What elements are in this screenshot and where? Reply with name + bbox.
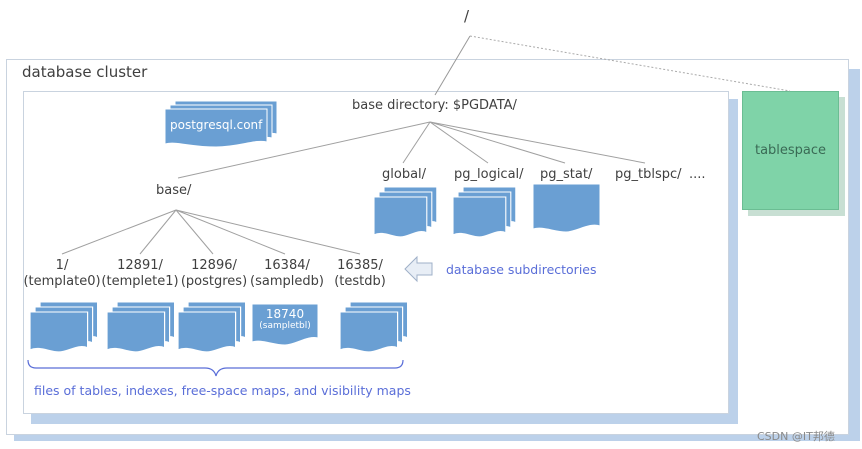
base-label: base/ [156, 183, 192, 198]
root-to-base-line [434, 35, 471, 96]
table-file-name: (sampletbl) [259, 321, 311, 331]
files-brace [27, 359, 404, 377]
db-name: (template0) [23, 274, 101, 289]
db-files-testdb-icon [339, 301, 409, 353]
pg-logical-files-icon [452, 186, 517, 238]
postgresql-conf-file-icon [164, 100, 278, 148]
db-oid: 1/ [55, 258, 69, 273]
database-subdirectories-note: database subdirectories [446, 262, 597, 277]
db-testdb: 16385/ (testdb) [320, 258, 400, 290]
left-arrow-icon [404, 255, 433, 283]
db-oid: 16385/ [337, 258, 383, 273]
db-file-sampletbl-icon [251, 303, 319, 346]
subdir-pg-logical: pg_logical/ [454, 167, 524, 182]
db-files-templete1-icon [106, 301, 176, 353]
subdir-global: global/ [382, 167, 427, 182]
table-file-oid: 18740 [265, 307, 305, 321]
db-name: (sampledb) [250, 274, 324, 289]
cluster-label: database cluster [22, 63, 148, 81]
postgresql-conf-label: postgresql.conf [170, 118, 263, 132]
root-label: / [464, 7, 470, 25]
db-postgres: 12896/ (postgres) [174, 258, 254, 290]
files-note: files of tables, indexes, free-space map… [34, 383, 411, 398]
tablespace-box: tablespace [742, 91, 839, 210]
db-files-template0-icon [29, 301, 99, 353]
watermark: CSDN @IT邦德 [757, 430, 835, 443]
db-sampledb: 16384/ (sampledb) [247, 258, 327, 290]
pg-stat-file-icon [532, 183, 601, 233]
tablespace-label: tablespace [754, 143, 827, 158]
db-template0: 1/ (template0) [22, 258, 102, 290]
global-files-icon [373, 186, 438, 238]
subdir-more: .... [689, 167, 706, 182]
sampletbl-file-label: 18740 (sampletbl) [252, 308, 318, 332]
db-files-postgres-icon [177, 301, 247, 353]
db-name: (postgres) [180, 274, 248, 289]
base-directory-label: base directory: $PGDATA/ [352, 98, 517, 113]
subdir-pg-stat: pg_stat/ [540, 167, 593, 182]
db-name: (testdb) [334, 274, 386, 289]
root-to-tablespace-dotted-line [469, 35, 791, 92]
db-templete1: 12891/ (templete1) [100, 258, 180, 290]
db-name: (templete1) [101, 274, 179, 289]
base-connectors [61, 209, 361, 255]
subdir-pg-tblspc: pg_tblspc/ [615, 167, 682, 182]
db-oid: 12891/ [117, 258, 163, 273]
db-oid: 16384/ [264, 258, 310, 273]
base-dir-connectors [177, 121, 646, 179]
db-oid: 12896/ [191, 258, 237, 273]
